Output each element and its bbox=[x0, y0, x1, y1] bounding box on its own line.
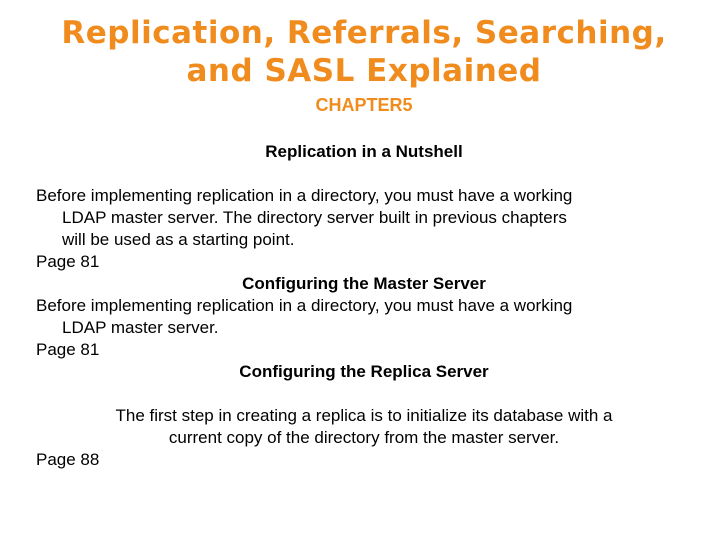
section-3-page-ref: Page 88 bbox=[36, 450, 100, 469]
section-2-body-line-2: LDAP master server. bbox=[62, 318, 219, 337]
section-1-body-line-1: Before implementing replication in a dir… bbox=[36, 186, 573, 205]
section-heading-master-server: Configuring the Master Server bbox=[242, 274, 486, 293]
section-2-page-ref: Page 81 bbox=[36, 340, 100, 359]
section-2-body-line-1: Before implementing replication in a dir… bbox=[36, 296, 573, 315]
section-heading-replication-nutshell: Replication in a Nutshell bbox=[265, 142, 463, 161]
section-heading-replica-server: Configuring the Replica Server bbox=[239, 362, 489, 381]
slide-title: Replication, Referrals, Searching, and S… bbox=[0, 14, 728, 90]
title-line-2: and SASL Explained bbox=[186, 53, 542, 89]
section-3-body-line-2: current copy of the directory from the m… bbox=[168, 428, 560, 447]
section-1-body-line-3: will be used as a starting point. bbox=[62, 230, 295, 249]
title-line-1: Replication, Referrals, Searching, bbox=[61, 15, 667, 51]
section-3-body-line-1: The first step in creating a replica is … bbox=[115, 406, 613, 425]
section-1-page-ref: Page 81 bbox=[36, 252, 100, 271]
section-1-body-line-2: LDAP master server. The directory server… bbox=[62, 208, 567, 227]
chapter-label: CHAPTER5 bbox=[315, 95, 413, 115]
